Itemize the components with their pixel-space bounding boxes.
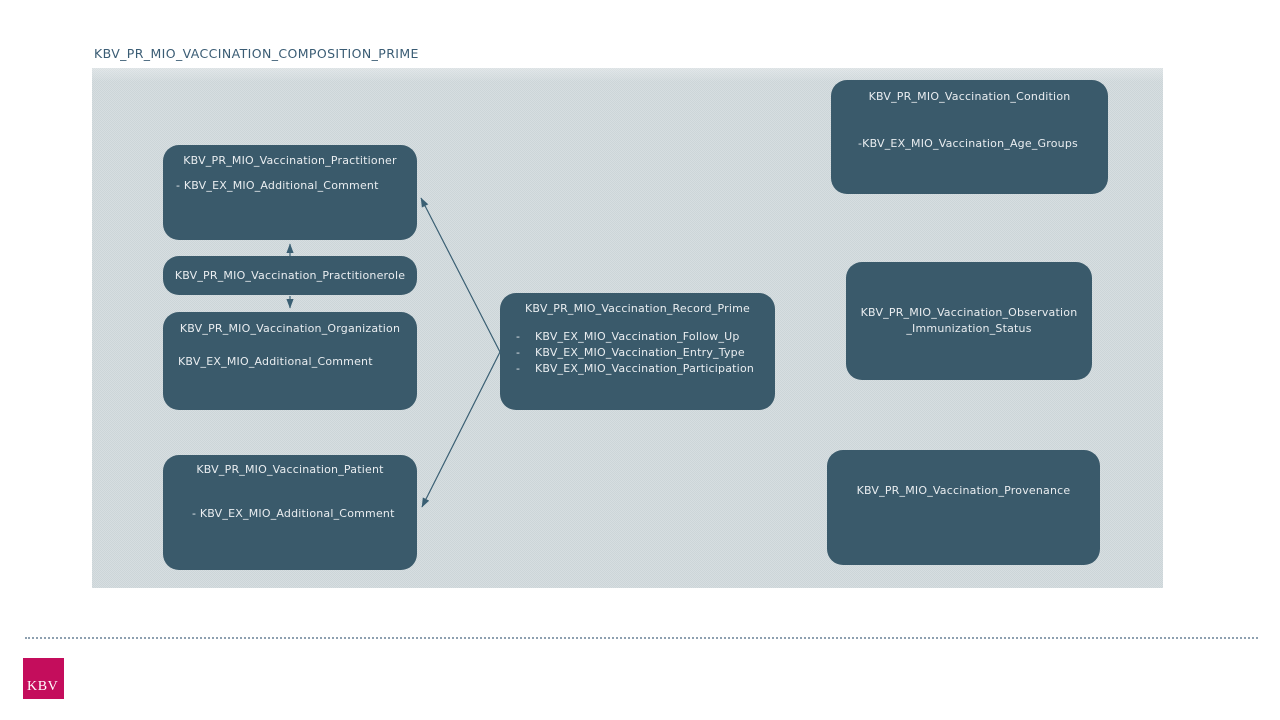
node-vaccination-practitioner: KBV_PR_MIO_Vaccination_Practitioner - KB… xyxy=(163,145,417,240)
bullet-dash: - xyxy=(516,362,521,375)
diagram-title: KBV_PR_MIO_VACCINATION_COMPOSITION_PRIME xyxy=(94,46,419,61)
node-title: KBV_PR_MIO_Vaccination_Record_Prime xyxy=(525,302,750,315)
kbv-logo: KBV xyxy=(23,658,64,699)
node-title: KBV_PR_MIO_Vaccination_Practitionerole xyxy=(174,268,406,282)
node-vaccination-provenance: KBV_PR_MIO_Vaccination_Provenance xyxy=(827,450,1100,565)
node-title: KBV_PR_MIO_Vaccination_Patient xyxy=(196,463,384,476)
node-extension-item: - KBV_EX_MIO_Vaccination_Participation xyxy=(516,361,775,377)
node-extension-text: KBV_EX_MIO_Vaccination_Entry_Type xyxy=(535,346,745,359)
kbv-logo-text: KBV xyxy=(27,679,59,694)
footer-divider xyxy=(25,637,1258,639)
node-title-line1: KBV_PR_MIO_Vaccination_Observation xyxy=(860,306,1078,319)
node-title: KBV_PR_MIO_Vaccination_Practitioner xyxy=(183,154,397,167)
node-title-line2: _Immunization_Status xyxy=(906,322,1032,335)
node-extension-list: - KBV_EX_MIO_Vaccination_Follow_Up - KBV… xyxy=(500,329,775,377)
node-vaccination-condition: KBV_PR_MIO_Vaccination_Condition -KBV_EX… xyxy=(831,80,1108,194)
node-title: KBV_PR_MIO_Vaccination_Provenance xyxy=(856,484,1071,497)
bullet-dash: - xyxy=(516,346,521,359)
node-extension-item: - KBV_EX_MIO_Vaccination_Entry_Type xyxy=(516,345,775,361)
node-title: KBV_PR_MIO_Vaccination_Condition xyxy=(868,90,1071,103)
node-extension-text: KBV_EX_MIO_Vaccination_Participation xyxy=(535,362,755,375)
node-extension-item: KBV_EX_MIO_Additional_Comment xyxy=(178,355,373,368)
node-vaccination-organization: KBV_PR_MIO_Vaccination_Organization KBV_… xyxy=(163,312,417,410)
node-vaccination-record-prime: KBV_PR_MIO_Vaccination_Record_Prime - KB… xyxy=(500,293,775,410)
node-vaccination-patient: KBV_PR_MIO_Vaccination_Patient - KBV_EX_… xyxy=(163,455,417,570)
node-title: KBV_PR_MIO_Vaccination_Organization xyxy=(179,322,401,335)
node-extension-item: - KBV_EX_MIO_Vaccination_Follow_Up xyxy=(516,329,775,345)
node-extension-item: - KBV_EX_MIO_Additional_Comment xyxy=(176,179,379,192)
node-extension-text: KBV_EX_MIO_Vaccination_Follow_Up xyxy=(535,330,740,343)
node-vaccination-observation-immunization-status: KBV_PR_MIO_Vaccination_Observation _Immu… xyxy=(846,262,1092,380)
node-extension-item: - KBV_EX_MIO_Additional_Comment xyxy=(192,507,395,520)
node-extension-item: -KBV_EX_MIO_Vaccination_Age_Groups xyxy=(858,137,1078,150)
node-vaccination-practitionerole: KBV_PR_MIO_Vaccination_Practitionerole xyxy=(163,256,417,295)
bullet-dash: - xyxy=(516,330,521,343)
